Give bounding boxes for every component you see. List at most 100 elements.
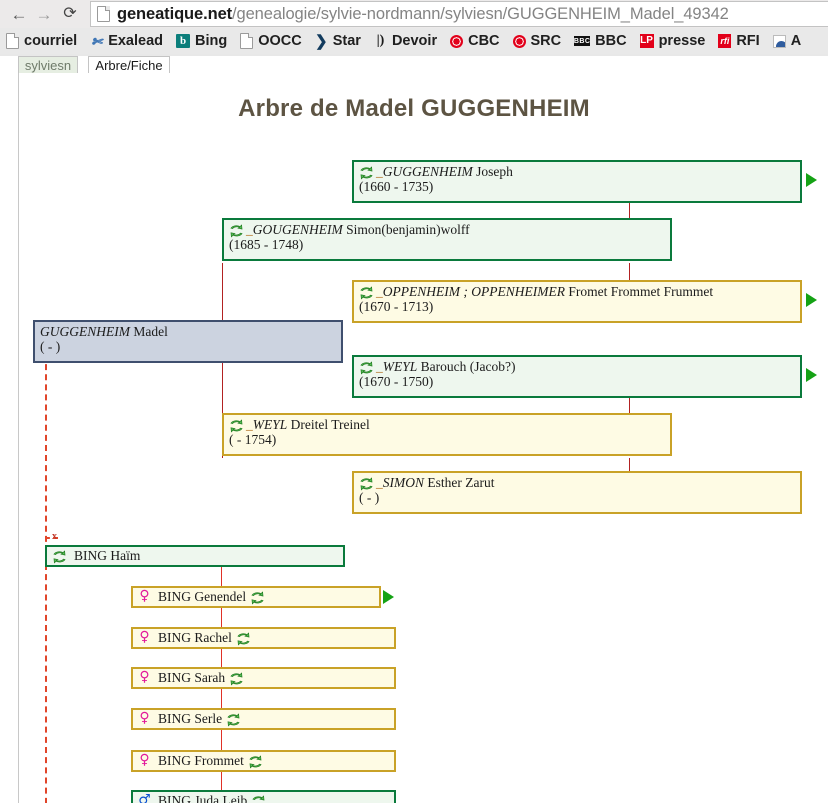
bookmark-oocc[interactable]: OOCC [234, 28, 309, 54]
tree-refresh-icon[interactable] [250, 590, 265, 605]
union-dashed-connector [45, 537, 58, 539]
given-name: Sarah [194, 670, 226, 685]
given-name: Frommet [194, 753, 244, 768]
life-dates: (1660 - 1735) [359, 179, 434, 194]
female-symbol-icon: ♀ [139, 629, 150, 645]
bookmark-a[interactable]: A [767, 28, 808, 54]
bookmark-devoir[interactable]: |) Devoir [368, 28, 444, 54]
given-name: Serle [194, 711, 223, 726]
url-text: geneatique.net/genealogie/sylvie-nordman… [117, 5, 729, 24]
cbc-gem-icon [450, 34, 464, 49]
given-name: Juda Leib [194, 793, 248, 803]
tree-refresh-icon[interactable] [229, 223, 244, 238]
female-symbol-icon: ♀ [139, 710, 150, 726]
bbc-icon: BBC [573, 36, 591, 46]
given-name: Madel [133, 324, 168, 339]
bookmark-bing[interactable]: b Bing [170, 28, 234, 54]
bookmark-bbc[interactable]: BBC BBC [568, 28, 633, 54]
bookmark-label: Bing [195, 33, 228, 49]
tree-refresh-icon[interactable] [251, 794, 266, 803]
surname: GOUGENHEIM [252, 222, 343, 237]
expand-arrow-bing-genendel[interactable] [383, 590, 394, 604]
person-box-bing-frommet[interactable]: ♀ BING Frommet [131, 750, 396, 772]
browser-chrome: ← → ⟳ geneatique.net/genealogie/sylvie-n… [0, 0, 828, 56]
tree-refresh-icon[interactable] [359, 476, 374, 491]
address-bar[interactable]: geneatique.net/genealogie/sylvie-nordman… [90, 1, 828, 27]
given-name: Esther Zarut [427, 475, 495, 490]
back-button[interactable]: ← [10, 4, 28, 24]
bookmark-rfi[interactable]: rfi RFI [712, 28, 766, 54]
reload-button[interactable]: ⟳ [63, 5, 77, 22]
person-box-bing-genendel[interactable]: ♀ BING Genendel [131, 586, 381, 608]
archive-icon [772, 34, 786, 49]
src-gem-icon [512, 34, 526, 49]
star-chevron-icon: ❯ [314, 32, 328, 50]
tree-refresh-icon[interactable] [229, 418, 244, 433]
tree-refresh-icon[interactable] [52, 549, 67, 564]
document-icon [6, 33, 19, 49]
given-name: Simon(benjamin)wolff [346, 222, 470, 237]
person-box-oppenheim-fromet[interactable]: _OPPENHEIM ; OPPENHEIMER Fromet Frommet … [352, 280, 802, 323]
life-dates: (1685 - 1748) [229, 237, 304, 252]
bookmark-star[interactable]: ❯ Star [309, 28, 368, 54]
person-box-guggenheim-madel-subject[interactable]: GUGGENHEIM Madel ( - ) [33, 320, 343, 363]
person-box-bing-juda-leib[interactable]: ♂ BING Juda Leib [131, 790, 396, 803]
surname: BING [74, 548, 107, 563]
person-box-simon-esther[interactable]: _SIMON Esther Zarut ( - ) [352, 471, 802, 514]
person-box-bing-sarah[interactable]: ♀ BING Sarah [131, 667, 396, 689]
person-box-weyl-barouch[interactable]: _WEYL Barouch (Jacob?) (1670 - 1750) [352, 355, 802, 398]
tree-refresh-icon[interactable] [359, 165, 374, 180]
expand-arrow-guggenheim-joseph[interactable] [806, 173, 817, 187]
bookmark-label: OOCC [258, 33, 302, 49]
tree-refresh-icon[interactable] [359, 285, 374, 300]
devoir-icon: |) [376, 33, 385, 48]
female-symbol-icon: ♀ [139, 752, 150, 768]
url-path: /genealogie/sylvie-nordmann/sylviesn/GUG… [232, 4, 729, 23]
surname: WEYL [252, 417, 288, 432]
tree-refresh-icon[interactable] [226, 712, 241, 727]
person-box-bing-haim-spouse[interactable]: BING Haïm [45, 545, 345, 567]
bookmark-src[interactable]: SRC [507, 28, 569, 54]
bookmark-exalead[interactable]: ✄ Exalead [84, 28, 170, 54]
male-symbol-icon: ♂ [138, 792, 151, 803]
female-symbol-icon: ♀ [139, 588, 150, 604]
tree-refresh-icon[interactable] [248, 754, 263, 769]
person-box-guggenheim-joseph[interactable]: _GUGGENHEIM Joseph (1660 - 1735) [352, 160, 802, 203]
bookmark-label: BBC [595, 33, 627, 49]
site-tab-strip: sylviesn Arbre/Fiche [18, 56, 828, 75]
life-dates: ( - ) [40, 339, 61, 354]
forward-button[interactable]: → [35, 4, 53, 24]
bookmark-label: Star [332, 33, 361, 49]
person-box-bing-rachel[interactable]: ♀ BING Rachel [131, 627, 396, 649]
given-name: Dreitel Treinel [290, 417, 370, 432]
given-name: Rachel [194, 630, 232, 645]
bookmark-presse[interactable]: LP presse [634, 28, 713, 54]
underscore-prefix: _ [376, 164, 383, 179]
bookmark-courriel[interactable]: courriel [0, 28, 84, 54]
bookmark-cbc[interactable]: CBC [444, 28, 506, 54]
tree-refresh-icon[interactable] [236, 631, 251, 646]
life-dates: (1670 - 1750) [359, 374, 434, 389]
bookmark-label: Exalead [108, 33, 164, 49]
expand-arrow-weyl-barouch[interactable] [806, 368, 817, 382]
tree-refresh-icon[interactable] [359, 360, 374, 375]
bookmark-label: A [790, 33, 802, 49]
tab-sylviesn[interactable]: sylviesn [18, 56, 78, 74]
person-box-bing-serle[interactable]: ♀ BING Serle [131, 708, 396, 730]
underscore-prefix: _ [376, 359, 383, 374]
underscore-prefix: _ [246, 417, 253, 432]
life-dates: ( - 1754) [229, 432, 277, 447]
surname: WEYL [382, 359, 418, 374]
tree-refresh-icon[interactable] [229, 671, 244, 686]
descent-dashed-line [45, 564, 47, 803]
surname: BING [158, 793, 191, 803]
person-box-weyl-dreitel[interactable]: _WEYL Dreitel Treinel ( - 1754) [222, 413, 672, 456]
surname: BING [158, 753, 191, 768]
person-box-gougenheim-simon[interactable]: _GOUGENHEIM Simon(benjamin)wolff (1685 -… [222, 218, 672, 261]
underscore-prefix: _ [246, 222, 253, 237]
given-name: Genendel [194, 589, 247, 604]
descent-dashed-line [45, 354, 47, 552]
expand-arrow-oppenheim-fromet[interactable] [806, 293, 817, 307]
tab-arbre-fiche[interactable]: Arbre/Fiche [88, 56, 170, 74]
page-document-icon [97, 6, 110, 22]
